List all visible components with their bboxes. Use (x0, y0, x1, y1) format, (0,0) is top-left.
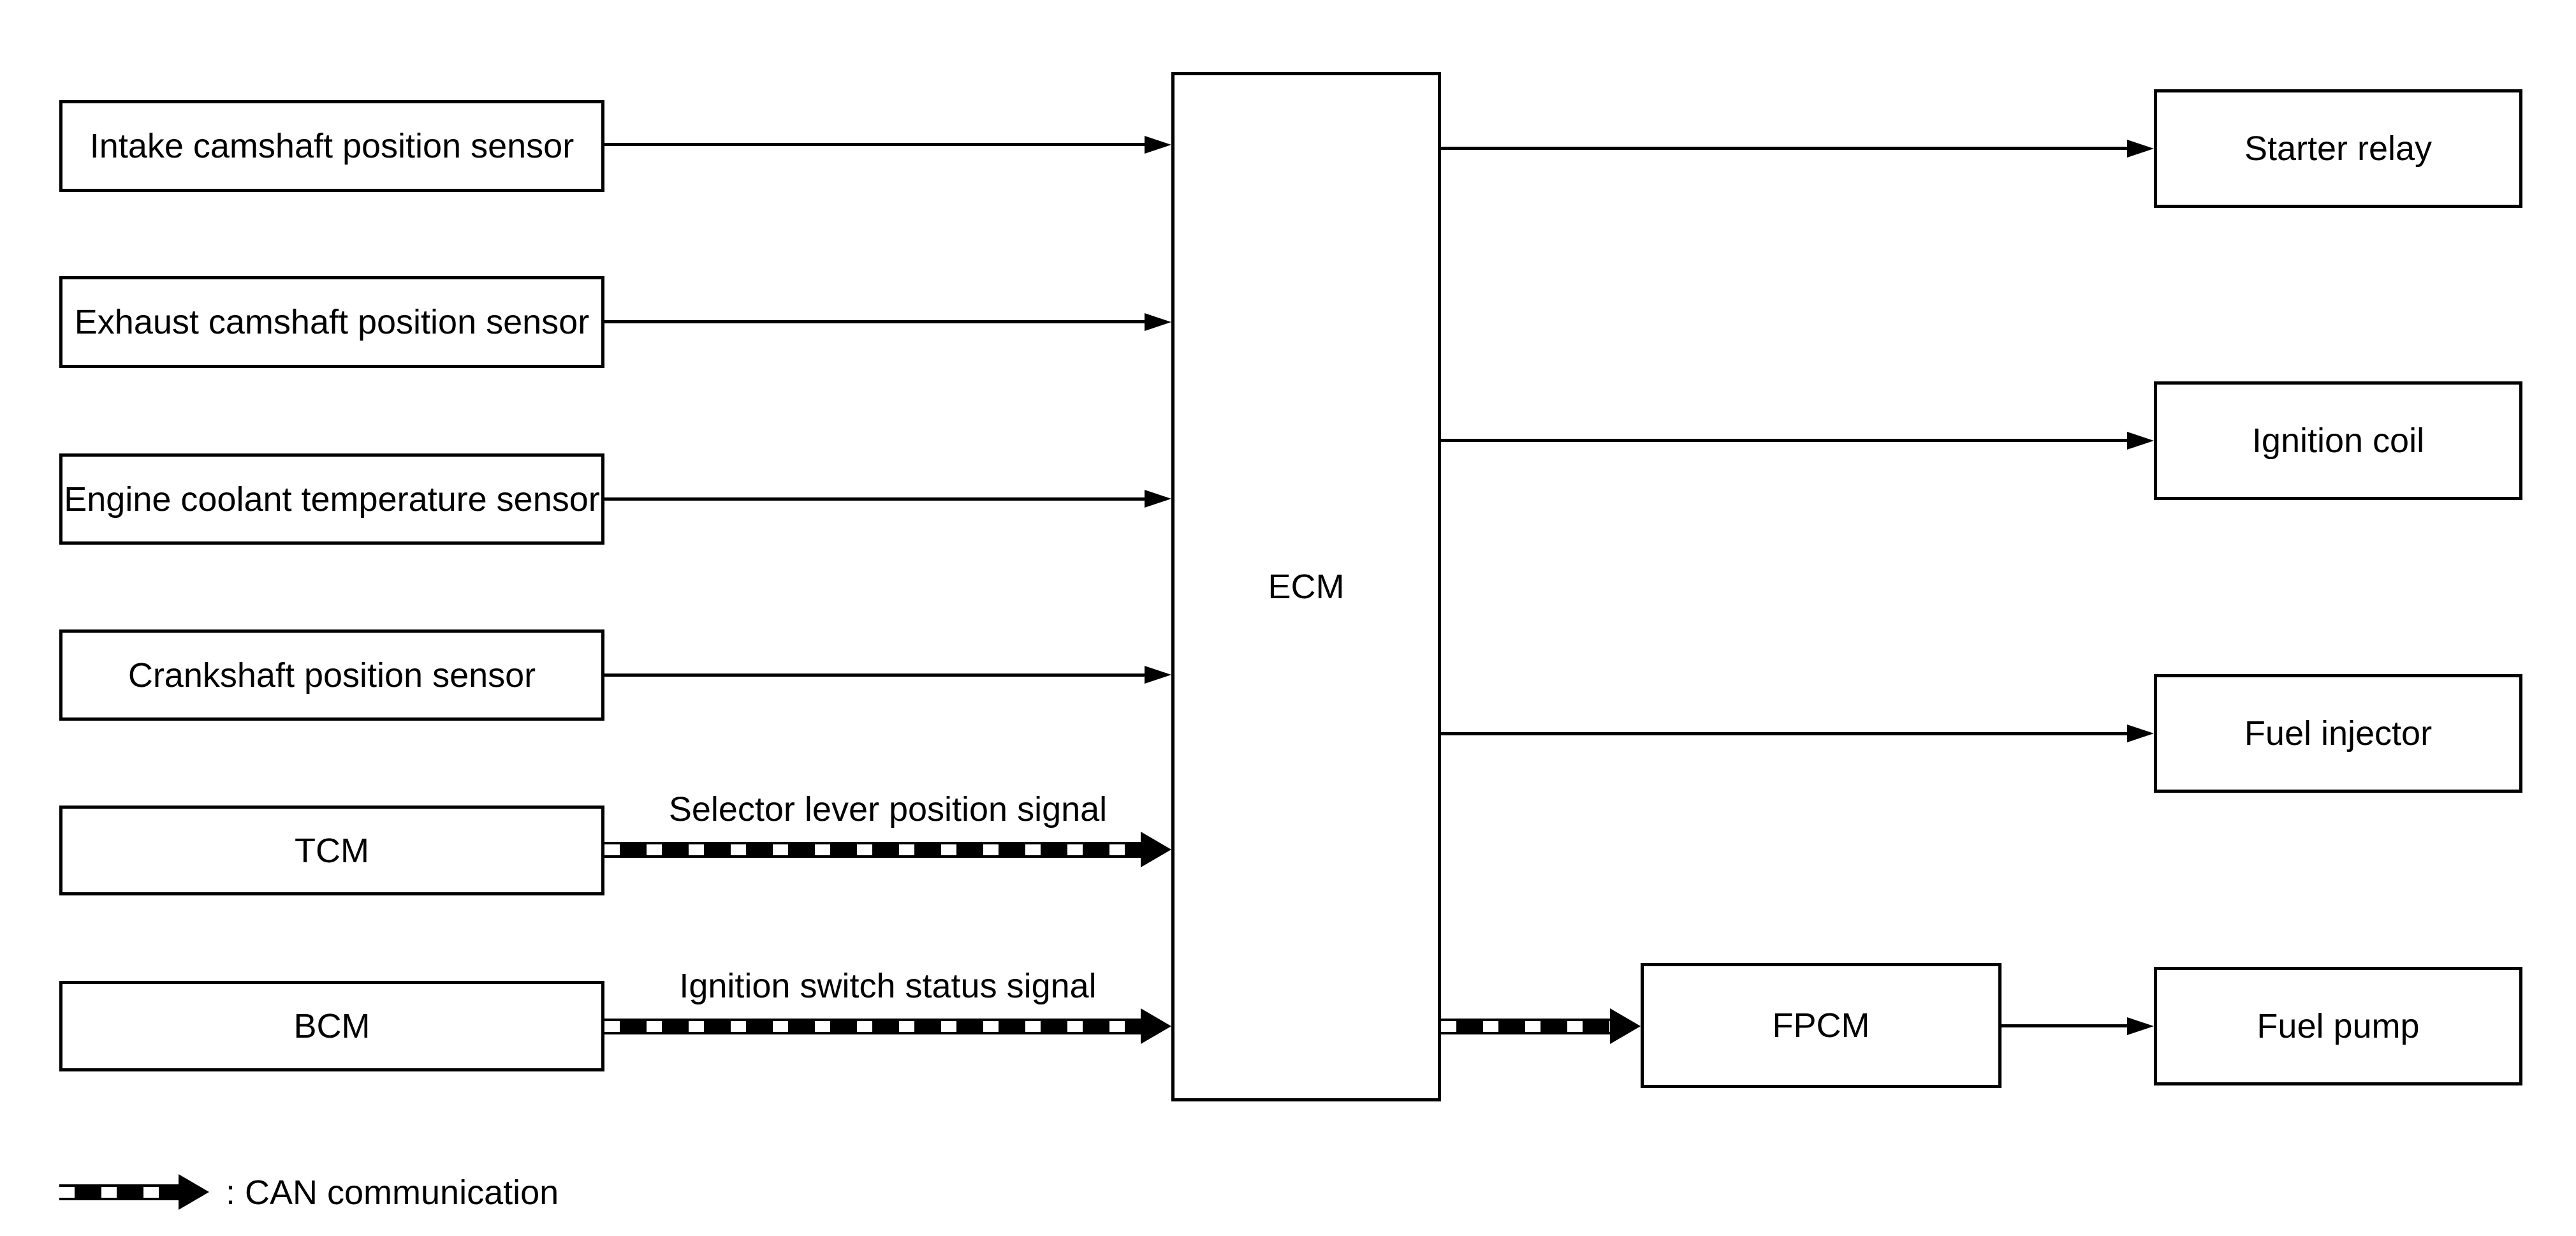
box-label: Crankshaft position sensor (128, 656, 536, 695)
can-arrow-ecm-to-fpcm-head-icon (1610, 1008, 1641, 1044)
box-ignition-coil: Ignition coil (2154, 381, 2522, 500)
legend-text: : CAN communication (226, 1173, 559, 1212)
arrow-ecm-to-starter-relay-head-icon (2127, 140, 2154, 158)
box-label: Intake camshaft position sensor (89, 127, 574, 165)
arrow-fpcm-to-fuel-pump-head-icon (2127, 1017, 2154, 1035)
arrow-intake-to-ecm-head-icon (1145, 136, 1171, 154)
arrow-ecm-to-fuel-injector-line (1441, 732, 2127, 735)
box-intake-camshaft-position-sensor: Intake camshaft position sensor (59, 100, 604, 192)
arrow-ecm-to-starter-relay-line (1441, 147, 2127, 150)
box-fpcm: FPCM (1641, 963, 2002, 1088)
label-selector-lever-position-signal: Selector lever position signal (668, 790, 1108, 828)
box-label: Fuel pump (2257, 1007, 2420, 1045)
can-arrow-tcm-to-ecm-head-icon (1141, 832, 1171, 867)
box-fuel-pump: Fuel pump (2154, 967, 2522, 1085)
arrow-crankshaft-to-ecm-head-icon (1145, 666, 1171, 684)
arrow-exhaust-to-ecm-head-icon (1145, 313, 1171, 331)
legend-can-bar (59, 1184, 179, 1200)
arrow-ecm-to-ignition-coil-line (1441, 439, 2127, 442)
box-exhaust-camshaft-position-sensor: Exhaust camshaft position sensor (59, 276, 604, 368)
arrow-ecm-to-fuel-injector-head-icon (2127, 725, 2154, 742)
legend-can-head-icon (179, 1174, 209, 1210)
box-label: FPCM (1772, 1006, 1870, 1045)
can-arrow-bcm-to-ecm-head-icon (1141, 1008, 1171, 1044)
box-fuel-injector: Fuel injector (2154, 674, 2522, 793)
label-ignition-switch-status-signal: Ignition switch status signal (679, 967, 1097, 1005)
arrow-coolant-to-ecm-line (604, 497, 1145, 501)
box-crankshaft-position-sensor: Crankshaft position sensor (59, 629, 604, 721)
arrow-exhaust-to-ecm-line (604, 320, 1145, 323)
legend-can-arrow-icon (59, 1174, 209, 1210)
box-engine-coolant-temperature-sensor: Engine coolant temperature sensor (59, 453, 604, 545)
box-label: Engine coolant temperature sensor (64, 480, 600, 519)
box-bcm: BCM (59, 981, 604, 1071)
can-arrow-bcm-to-ecm-bar (604, 1019, 1141, 1034)
can-arrow-ecm-to-fpcm-bar (1441, 1019, 1610, 1034)
box-label: Ignition coil (2251, 422, 2425, 460)
arrow-coolant-to-ecm-head-icon (1145, 490, 1171, 508)
box-label: BCM (293, 1007, 370, 1045)
arrow-ecm-to-ignition-coil-head-icon (2127, 432, 2154, 450)
box-label: Exhaust camshaft position sensor (74, 303, 590, 341)
box-label: TCM (295, 831, 369, 870)
box-label: Starter relay (2244, 129, 2433, 168)
box-label: ECM (1268, 568, 1345, 606)
arrow-crankshaft-to-ecm-line (604, 673, 1145, 677)
arrow-intake-to-ecm-line (604, 143, 1145, 146)
box-label: Fuel injector (2244, 714, 2433, 753)
legend: : CAN communication (59, 1173, 559, 1212)
box-tcm: TCM (59, 806, 604, 895)
arrow-fpcm-to-fuel-pump-line (2002, 1024, 2127, 1027)
box-starter-relay: Starter relay (2154, 89, 2522, 208)
box-ecm: ECM (1171, 72, 1441, 1101)
can-arrow-tcm-to-ecm-bar (604, 842, 1141, 858)
